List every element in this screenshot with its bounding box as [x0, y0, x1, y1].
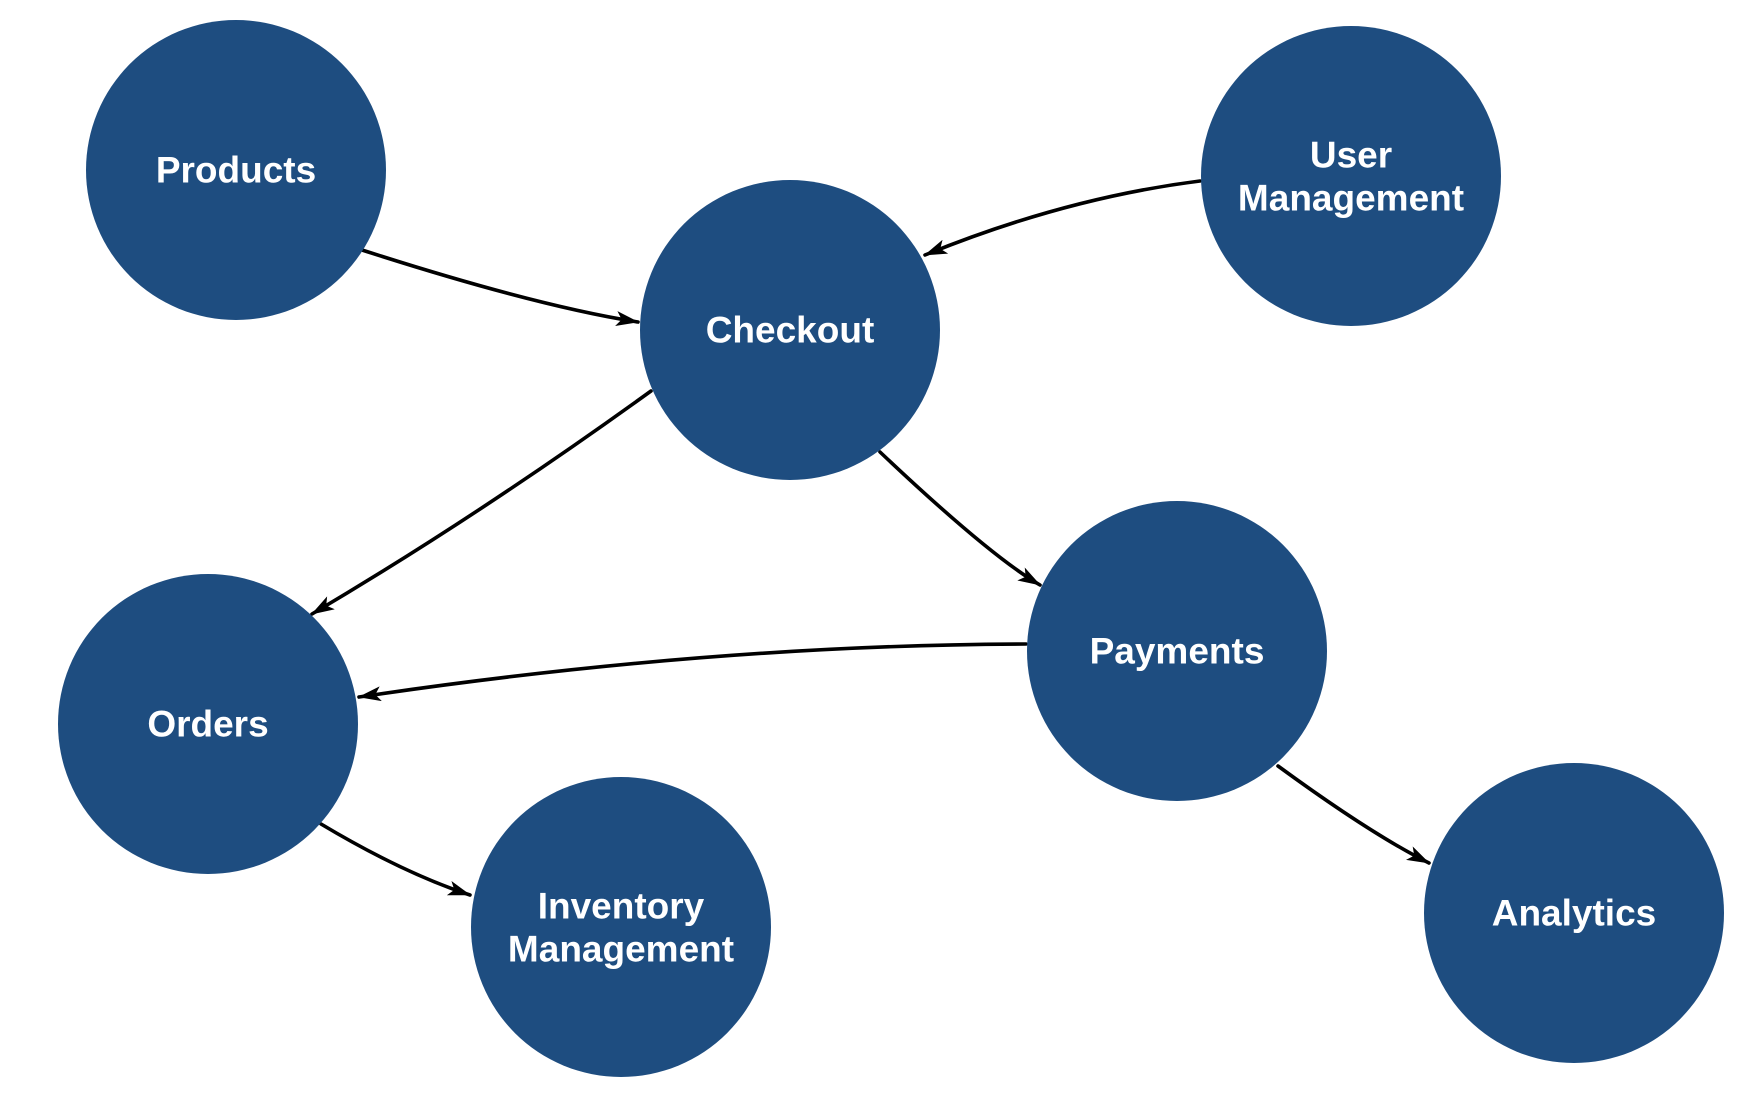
edge-user-management-to-checkout — [923, 179, 1202, 257]
node-analytics-label: Analytics — [1492, 893, 1657, 934]
node-products-circle[interactable] — [86, 20, 386, 320]
node-user-management-label-line2: Management — [1238, 178, 1464, 219]
node-inventory-management-label-line2: Management — [508, 929, 734, 970]
node-inventory-management-label-line1: Inventory — [538, 886, 705, 927]
node-inventory-management-circle[interactable] — [471, 777, 771, 1077]
edge-layer — [310, 179, 1431, 897]
node-payments-circle[interactable] — [1027, 501, 1327, 801]
node-user-management-label-line1: User — [1310, 135, 1392, 176]
node-payments-label: Payments — [1090, 631, 1265, 672]
node-orders-label: Orders — [147, 704, 268, 745]
node-products-label: Products — [156, 150, 316, 191]
node-analytics-circle[interactable] — [1424, 763, 1724, 1063]
node-checkout-circle[interactable] — [640, 180, 940, 480]
node-orders: Orders — [58, 574, 358, 874]
node-checkout: Checkout — [640, 180, 940, 480]
edge-checkout-to-orders — [310, 389, 653, 616]
node-inventory-management: Inventory Management — [471, 777, 771, 1077]
node-analytics: Analytics — [1424, 763, 1724, 1063]
node-checkout-label: Checkout — [706, 310, 875, 351]
edge-payments-to-analytics — [1276, 764, 1431, 865]
edge-products-to-checkout — [360, 248, 640, 326]
edge-checkout-to-payments — [878, 450, 1042, 587]
node-products: Products — [86, 20, 386, 320]
node-orders-circle[interactable] — [58, 574, 358, 874]
node-user-management: User Management — [1201, 26, 1501, 326]
edge-payments-to-orders — [357, 642, 1028, 702]
edge-orders-to-inventory-management — [319, 822, 472, 897]
node-payments: Payments — [1027, 501, 1327, 801]
node-user-management-circle[interactable] — [1201, 26, 1501, 326]
